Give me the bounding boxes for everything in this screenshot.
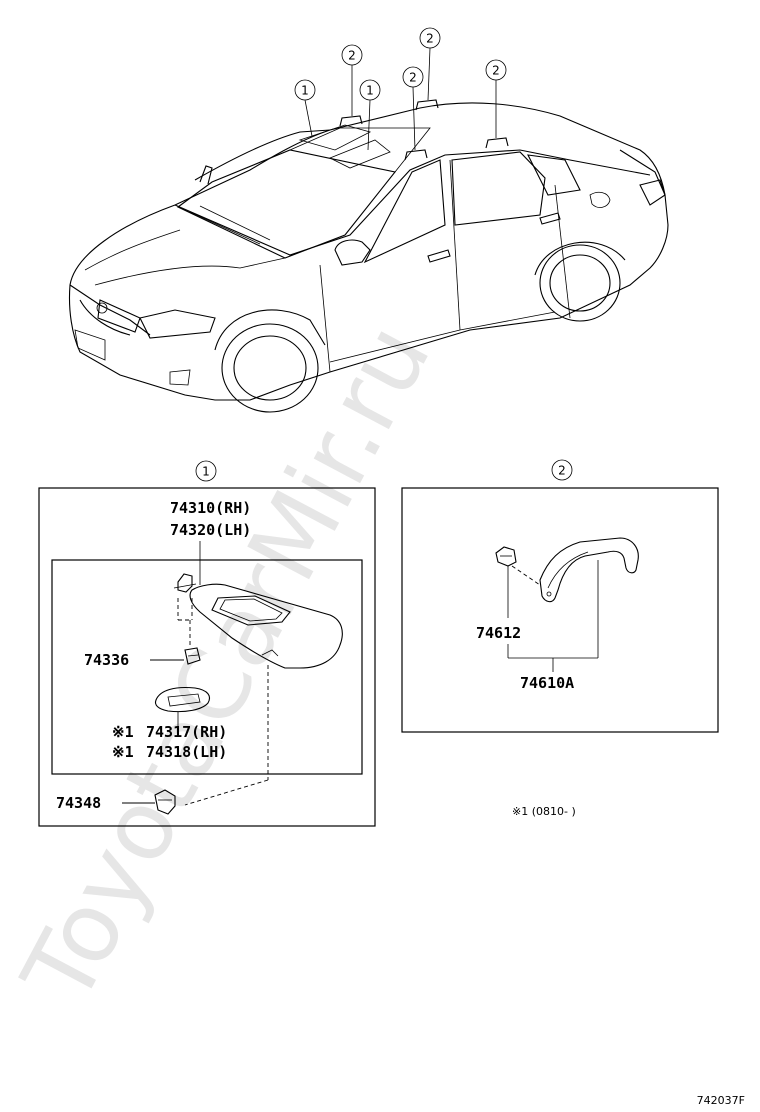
grip-icon [485, 137, 509, 149]
car-callout: 2 [341, 44, 363, 66]
clip-icon [184, 647, 201, 665]
grip-icon [415, 99, 439, 111]
car-callout: 2 [419, 27, 441, 49]
car-illustration: 1 2 1 2 2 2 [68, 27, 669, 413]
svg-text:2: 2 [348, 49, 356, 63]
sun-visor-icon [173, 573, 343, 669]
section-callout: 2 [551, 459, 573, 481]
svg-text:1: 1 [301, 84, 309, 98]
car-callout: 1 [359, 79, 381, 101]
grip-icon [339, 115, 363, 127]
grip-icon [404, 149, 428, 161]
svg-text:2: 2 [492, 64, 500, 78]
part-number-74318: 74318(LH) [146, 743, 227, 761]
svg-text:2: 2 [558, 464, 566, 478]
svg-text:2: 2 [426, 32, 434, 46]
footnote: ※1 (0810- ) [512, 805, 576, 818]
section-callout: 1 [195, 460, 217, 482]
svg-text:1: 1 [202, 465, 210, 479]
section-1-inner-frame [51, 559, 363, 775]
part-number-74612: 74612 [476, 624, 521, 642]
assist-grip-icon [539, 537, 639, 603]
section-2-frame [401, 487, 719, 733]
section-1-sun-visor: 1 74310(RH) 74320(LH) 74336 [38, 460, 376, 827]
mirror-cover-icon [154, 686, 211, 713]
part-number-74336: 74336 [84, 651, 129, 669]
cap-icon [495, 546, 517, 567]
holder-icon [154, 789, 176, 815]
svg-text:2: 2 [409, 71, 417, 85]
section-2-assist-grip: 2 74612 74610A [401, 459, 719, 733]
svg-text:1: 1 [366, 84, 374, 98]
part-number-74320: 74320(LH) [170, 521, 251, 539]
car-callout: 1 [294, 79, 316, 101]
diagram-code: 742037F [697, 1094, 745, 1107]
part-number-74317: 74317(RH) [146, 723, 227, 741]
car-callout: 2 [485, 59, 507, 81]
part-number-74610A: 74610A [520, 674, 574, 692]
watermark: ToyotaCarMir.ru [1, 307, 452, 1022]
part-number-74310: 74310(RH) [170, 499, 251, 517]
car-callout: 2 [402, 66, 424, 88]
mirror-mark: ※1 [112, 743, 134, 761]
part-number-74348: 74348 [56, 794, 101, 812]
section-1-frame [38, 487, 376, 827]
mirror-mark: ※1 [112, 723, 134, 741]
